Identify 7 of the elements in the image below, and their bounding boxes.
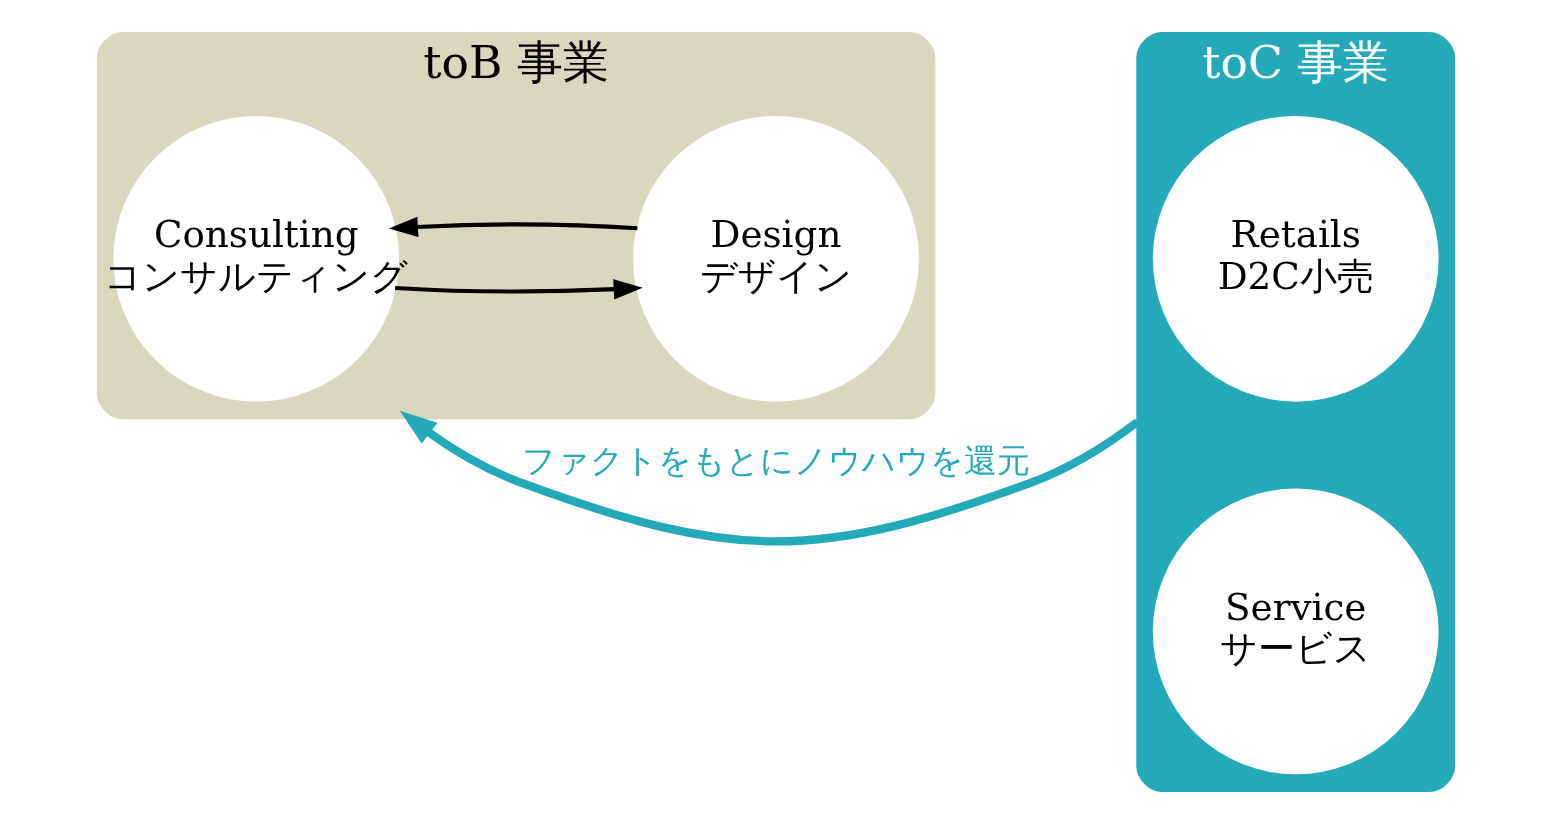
node-circle: Retails D2C小売 [1152, 115, 1439, 402]
arrow [399, 410, 1140, 546]
arrow [395, 279, 643, 300]
node-circle: Design デザイン [633, 115, 919, 402]
node-circle: Service サービス [1152, 488, 1439, 775]
edge-label: ファクトをもとにノウハウを還元 [522, 440, 1030, 480]
arrow [388, 216, 638, 238]
